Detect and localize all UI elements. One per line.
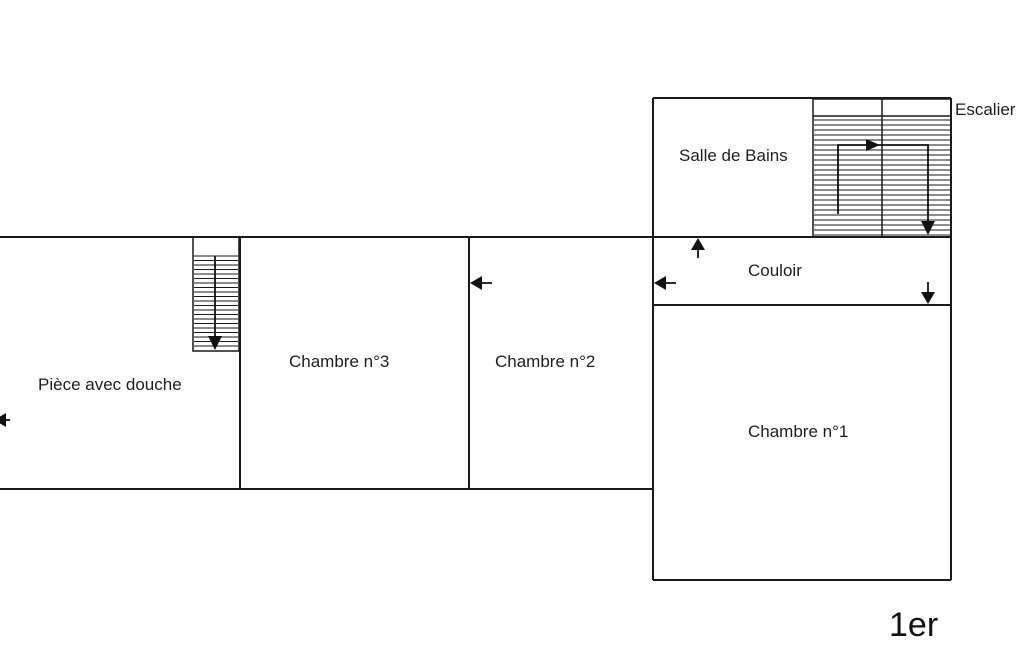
- label-chambre-1: Chambre n°1: [748, 422, 848, 441]
- small-stair-arrow-down-icon: [208, 336, 222, 350]
- arrow-left-couloir-icon: [654, 276, 666, 290]
- label-chambre-3: Chambre n°3: [289, 352, 389, 371]
- main-staircase: [812, 98, 952, 238]
- label-couloir: Couloir: [748, 261, 802, 280]
- floor-level-label: 1er: [889, 606, 938, 644]
- label-chambre-2: Chambre n°2: [495, 352, 595, 371]
- arrow-left-edge-icon: [0, 413, 6, 427]
- small-staircase: [192, 236, 240, 352]
- room-labels: Pièce avec douche Chambre n°3 Chambre n°…: [38, 100, 1016, 644]
- door-arrows: [0, 238, 935, 427]
- stair-arrow-right-icon: [866, 139, 880, 151]
- walls: [0, 97, 952, 581]
- label-piece-douche: Pièce avec douche: [38, 375, 182, 394]
- arrow-left-ch2-icon: [470, 276, 482, 290]
- arrow-up-icon: [691, 238, 705, 250]
- stair-arrow-down-icon: [921, 221, 935, 235]
- stair-path-line: [837, 144, 929, 228]
- small-stair-treads: [194, 255, 238, 347]
- label-salle-bains: Salle de Bains: [679, 146, 788, 165]
- arrow-down-icon: [921, 292, 935, 304]
- small-stair-frame: [192, 236, 240, 352]
- label-escalier: Escalier: [955, 100, 1016, 119]
